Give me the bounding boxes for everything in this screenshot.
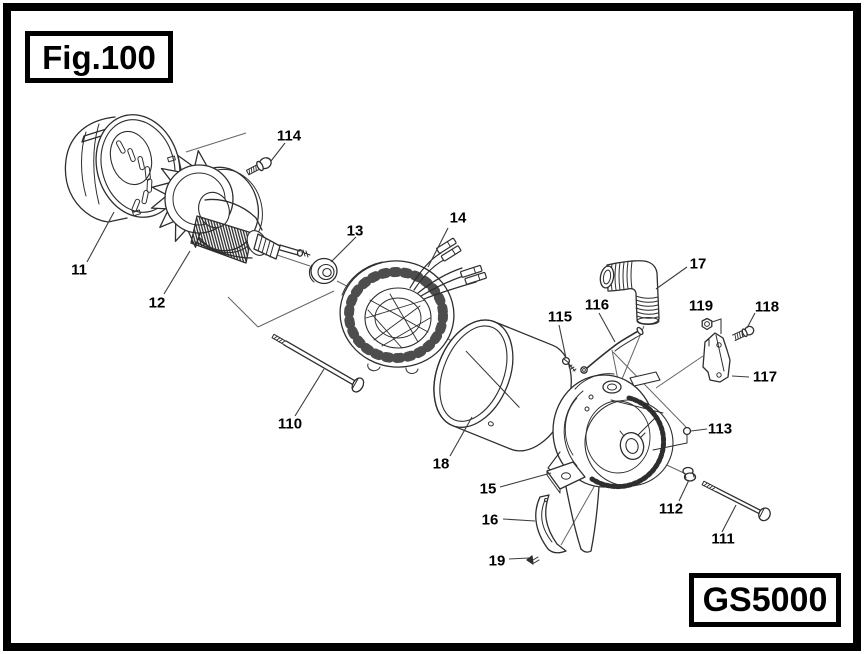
- part-label-17: 17: [689, 255, 707, 273]
- part-19-screw: [526, 555, 540, 565]
- part-label-119: 119: [688, 297, 714, 315]
- flywheel: [584, 395, 674, 490]
- leader-lines: [86, 142, 756, 560]
- part-label-111: 111: [711, 530, 735, 548]
- part-label-113: 113: [707, 420, 733, 438]
- part-label-115: 115: [547, 308, 573, 326]
- part-label-15: 15: [479, 480, 497, 498]
- part-13-bearing: [308, 257, 338, 285]
- part-label-14: 14: [449, 209, 467, 227]
- part-110-through-bolt: [271, 333, 365, 393]
- part-label-118: 118: [754, 298, 780, 316]
- part-111-bolt: [701, 480, 771, 522]
- part-label-110: 110: [277, 415, 303, 433]
- figure-title-box: Fig.100: [25, 31, 173, 83]
- part-label-116: 116: [584, 296, 610, 314]
- part-113-pin: [652, 426, 692, 451]
- part-116-wire-lead: [580, 326, 644, 374]
- model-number-box: GS5000: [689, 573, 841, 627]
- part-15-blower-housing: [546, 371, 674, 553]
- part-12-rotor-fan: [150, 149, 311, 264]
- part-label-13: 13: [346, 222, 364, 240]
- part-17-air-duct-hose: [599, 260, 660, 325]
- part-112-washer: [682, 466, 697, 482]
- part-label-18: 18: [432, 455, 450, 473]
- part-118-screw: [732, 325, 755, 342]
- part-label-114: 114: [276, 127, 302, 145]
- part-114-screw: [245, 157, 272, 176]
- model-number: GS5000: [702, 581, 828, 619]
- part-label-19: 19: [488, 552, 506, 570]
- part-label-117: 117: [752, 368, 778, 386]
- part-119-nut: [701, 317, 713, 331]
- part-label-11: 11: [71, 261, 87, 279]
- part-label-112: 112: [658, 500, 684, 518]
- part-14-stator: [339, 237, 487, 374]
- stator-wires: [409, 237, 487, 300]
- part-label-16: 16: [481, 511, 499, 529]
- part-label-12: 12: [148, 294, 166, 312]
- part-11-end-cover: [64, 114, 181, 223]
- figure-title: Fig.100: [42, 38, 156, 76]
- part-16-air-guide: [535, 494, 567, 554]
- part-117-bracket: [702, 332, 731, 383]
- part-18-stator-band: [433, 319, 572, 452]
